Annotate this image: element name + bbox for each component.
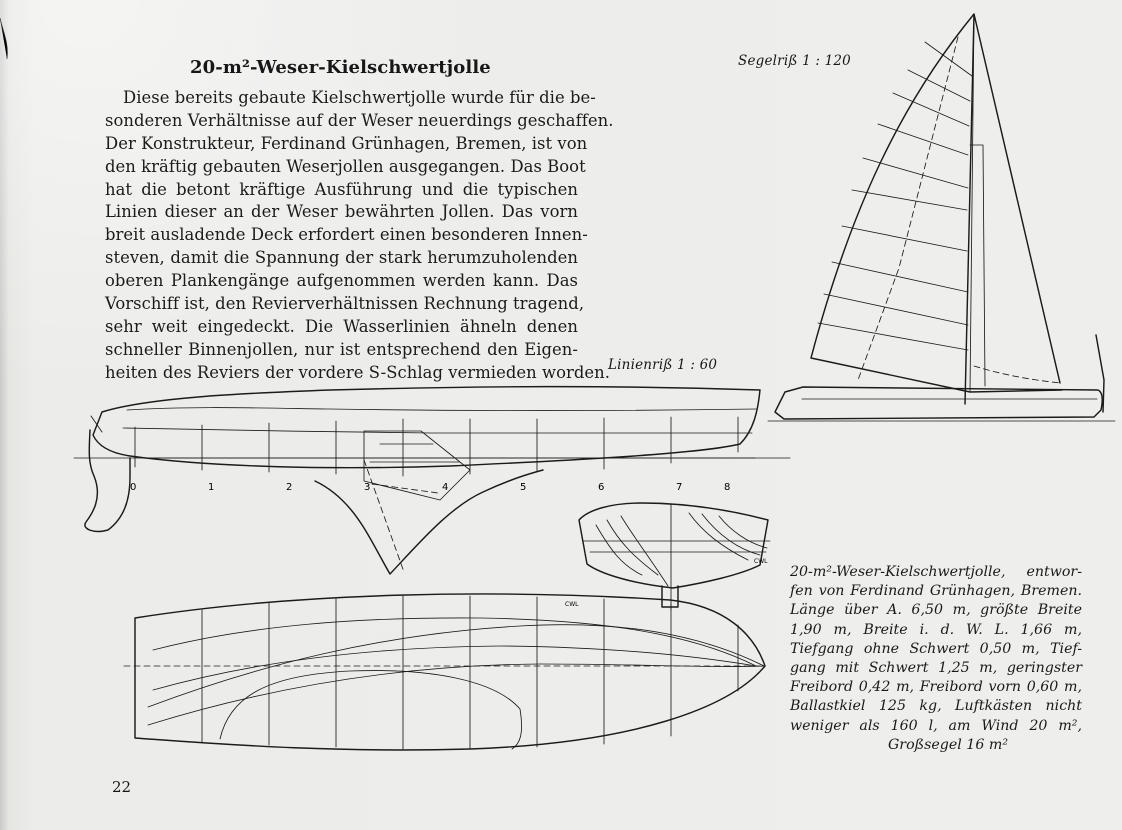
sail-plan-hull	[774, 386, 1103, 420]
station-number: 8	[724, 482, 730, 493]
body-line: Linien dieser an der Weser bewährten Jol…	[105, 202, 578, 222]
station-number: 4	[442, 482, 448, 493]
half-breadth-diagonals	[147, 624, 765, 726]
caption-line: Großsegel 16 m²	[887, 736, 1009, 753]
keel-profile	[314, 469, 544, 575]
body-line: oberen Plankengänge aufgenommen werden k…	[105, 271, 578, 291]
page-title: 20-m²-Weser-Kielschwertjolle	[190, 57, 491, 78]
half-breadth-waterlines	[152, 617, 757, 750]
page-number: 22	[112, 778, 132, 796]
caption-line: 1,90 m, Breite i. d. W. L. 1,66 m,	[790, 621, 1082, 638]
centerboard-dashed	[363, 459, 439, 573]
caption-line: Ballastkiel 125 kg, Luftkästen nicht	[790, 698, 1082, 715]
body-plan: CWL	[578, 502, 771, 611]
sail-plan-scale-label: Segelriß 1 : 120	[738, 53, 851, 69]
article-body: Diese bereits gebaute Kielschwertjolle w…	[105, 87, 614, 385]
body-line: schneller Binnenjollen, nur ist entsprec…	[105, 339, 578, 359]
sail-plan-stem	[1095, 334, 1105, 413]
body-line: Der Konstrukteur, Ferdinand Grünhagen, B…	[105, 133, 588, 153]
half-breadth-stations	[134, 595, 739, 750]
rudder-post	[90, 415, 103, 433]
jib-outline-dashed	[857, 36, 959, 381]
station-number: 3	[364, 482, 370, 493]
body-line: heiten des Reviers der vordere S-Schlag …	[105, 362, 611, 382]
deck-line	[122, 427, 753, 435]
body-line: hat die betont kräftige Ausführung und d…	[105, 179, 578, 199]
jib-stay	[969, 144, 986, 387]
caption-line: gang mit Schwert 1,25 m, geringster	[790, 660, 1082, 677]
lines-plan-scale-label: Linienriß 1 : 60	[608, 357, 718, 373]
cwl-mark: CWL	[754, 558, 768, 565]
body-line: sonderen Verhältnisse auf der Weser neue…	[105, 110, 614, 130]
rudder-profile	[84, 429, 131, 533]
caption-line: Länge über A. 6,50 m, größte Breite	[790, 602, 1082, 619]
caption-line: Tiefgang ohne Schwert 0,50 m, Tief-	[790, 640, 1082, 657]
station-number: 7	[676, 482, 682, 493]
centerboard-case	[363, 430, 471, 501]
station-number: 5	[520, 482, 526, 493]
mast-and-sail-outline	[810, 13, 1063, 405]
hull-profile-outline	[92, 385, 761, 469]
sheer-line	[126, 407, 757, 411]
body-line: den kräftig gebauten Weserjollen ausgega…	[105, 156, 586, 176]
body-plan-sections	[595, 512, 768, 587]
caption-line: fen von Ferdinand Grünhagen, Bremen.	[790, 583, 1082, 600]
station-number: 1	[208, 482, 214, 493]
body-plan-keel	[661, 585, 679, 608]
half-breadth-outline	[134, 593, 766, 751]
profile-stations	[134, 416, 739, 477]
body-plan-center-and-waterlines	[582, 503, 771, 611]
caption-line: Freibord 0,42 m, Freibord vorn 0,60 m,	[790, 679, 1082, 696]
body-line: Diese bereits gebaute Kielschwertjolle w…	[123, 88, 596, 107]
sail-plan-hull-lines	[767, 398, 1116, 422]
half-breadth-cwl-mark: CWL	[565, 601, 579, 608]
caption-line: 20-m²-Weser-Kielschwertjolle, entwor-	[790, 564, 1082, 580]
drawing-caption: 20-m²-Weser-Kielschwertjolle, entwor- fe…	[790, 563, 1082, 755]
caption-line: weniger als 160 l, am Wind 20 m²,	[790, 717, 1082, 734]
sail-luff-line	[969, 13, 975, 393]
station-number: 6	[598, 482, 604, 493]
body-line: sehr weit eingedeckt. Die Wasserlinien ä…	[105, 316, 578, 336]
boom-dotted	[973, 365, 1062, 384]
body-line: Vorschiff ist, den Revierverhältnissen R…	[105, 294, 585, 314]
body-line: steven, damit die Spannung der stark her…	[105, 248, 578, 268]
sail-plan-drawing	[767, 13, 1116, 422]
page-edge-mark	[0, 17, 8, 60]
station-number: 2	[286, 482, 292, 493]
body-line: breit ausladende Deck erfordert einen be…	[105, 225, 588, 245]
half-breadth-plan: CWL	[123, 593, 766, 751]
body-plan-outline	[578, 502, 769, 589]
lines-plan-profile: 0 1 2 3 4 5 6 7 8	[73, 385, 791, 575]
sail-panel-seams	[817, 41, 973, 351]
station-number: 0	[130, 482, 136, 493]
